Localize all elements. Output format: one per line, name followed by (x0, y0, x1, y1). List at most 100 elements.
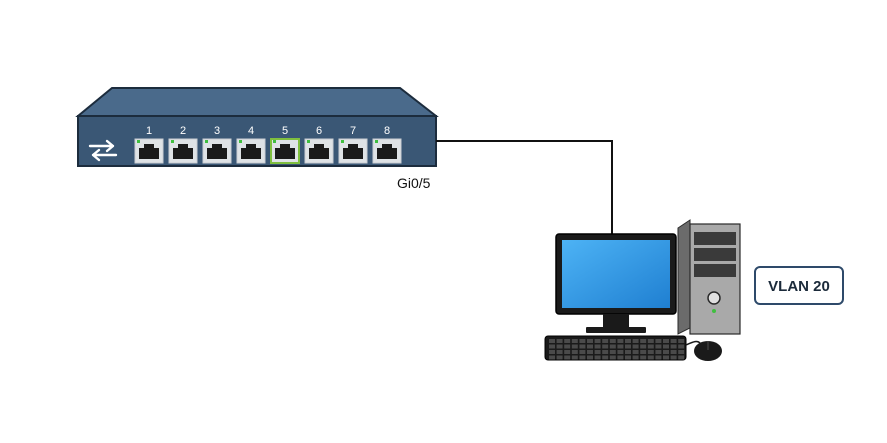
switch-arrows-icon (88, 139, 118, 162)
keyboard-key (617, 350, 624, 354)
port-led-icon (273, 140, 276, 143)
switch-port-number: 8 (384, 125, 390, 137)
keyboard-key (663, 355, 669, 360)
keyboard-key (678, 350, 685, 354)
keyboard-key (609, 350, 616, 354)
keyboard-key (625, 344, 631, 349)
port-led-icon (375, 140, 378, 143)
keyboard-key (663, 339, 669, 343)
switch-ports: 1 2 3 4 5 6 7 8 (134, 125, 402, 164)
mouse-cord (685, 340, 701, 346)
switch-port-number: 2 (180, 125, 186, 137)
vlan-badge-label: VLAN 20 (768, 278, 830, 295)
pc-tower (677, 219, 741, 335)
keyboard-key (594, 339, 601, 343)
keyboard-key (556, 344, 563, 349)
keyboard-key (602, 355, 609, 360)
network-switch: 1 2 3 4 5 6 7 8 (75, 87, 439, 167)
keyboard-key (670, 339, 677, 343)
monitor-neck (603, 314, 629, 328)
keyboard-key (571, 344, 578, 349)
keyboard-key (602, 344, 609, 349)
monitor-screen (562, 240, 670, 308)
keyboard-key (549, 339, 555, 343)
switch-port-number: 7 (350, 125, 356, 137)
keyboard-key (632, 350, 639, 354)
switch-port-1: 1 (134, 125, 164, 164)
switch-port-3: 3 (202, 125, 232, 164)
monitor-base (586, 327, 646, 333)
port-led-icon (137, 140, 140, 143)
rj45-jack-icon (173, 144, 193, 159)
keyboard-key (655, 344, 662, 349)
keyboard-key (609, 355, 616, 360)
drive-bay-3 (694, 264, 736, 277)
keyboard-key (564, 339, 571, 343)
keyboard-key (647, 344, 654, 349)
keyboard-key (587, 344, 593, 349)
keyboard-key (640, 339, 647, 343)
keyboard-key (571, 355, 578, 360)
keyboard-key (587, 355, 593, 360)
keyboard-key (609, 339, 616, 343)
switch-port-2: 2 (168, 125, 198, 164)
keyboard-key (678, 339, 685, 343)
keyboard (544, 335, 687, 361)
power-button-icon (707, 291, 721, 305)
vlan-badge-box (754, 266, 844, 305)
switch-port-6: 6 (304, 125, 334, 164)
keyboard-key (594, 350, 601, 354)
mouse-body (694, 341, 722, 361)
keyboard-key (571, 350, 578, 354)
keyboard-key (647, 350, 654, 354)
power-led-icon (712, 309, 716, 313)
keyboard-key (564, 350, 571, 354)
port-led-icon (205, 140, 208, 143)
keyboard-keys (549, 339, 685, 360)
keyboard-key (640, 344, 647, 349)
switch-port-7: 7 (338, 125, 368, 164)
rj45-jack-icon (275, 144, 295, 159)
vlan-badge: VLAN 20 (754, 266, 844, 305)
keyboard-key (655, 350, 662, 354)
tower-side (677, 219, 691, 335)
keyboard-key (640, 355, 647, 360)
keyboard-key (549, 355, 555, 360)
keyboard-key (579, 344, 586, 349)
keyboard-key (670, 350, 677, 354)
keyboard-key (602, 350, 609, 354)
keyboard-key (670, 344, 677, 349)
keyboard-key (655, 355, 662, 360)
keyboard-key (579, 355, 586, 360)
keyboard-key (556, 350, 563, 354)
keyboard-key (587, 339, 593, 343)
switch-port-number: 6 (316, 125, 322, 137)
keyboard-key (625, 339, 631, 343)
keyboard-key (632, 344, 639, 349)
rj45-jack-icon (241, 144, 261, 159)
port-led-icon (239, 140, 242, 143)
keyboard-key (655, 339, 662, 343)
keyboard-key (549, 344, 555, 349)
keyboard-key (564, 344, 571, 349)
keyboard-key (678, 355, 685, 360)
switch-top-face (75, 87, 439, 117)
rj45-jack-icon (207, 144, 227, 159)
keyboard-key (594, 355, 601, 360)
keyboard-key (579, 339, 586, 343)
keyboard-key (617, 339, 624, 343)
keyboard-key (670, 355, 677, 360)
keyboard-key (625, 355, 631, 360)
switch-port-number: 5 (282, 125, 288, 137)
switch-port-number: 4 (248, 125, 254, 137)
interface-label: Gi0/5 (397, 175, 431, 191)
keyboard-key (647, 339, 654, 343)
keyboard-key (579, 350, 586, 354)
keyboard-key (594, 344, 601, 349)
keyboard-key (632, 339, 639, 343)
keyboard-key (571, 339, 578, 343)
switch-port-8: 8 (372, 125, 402, 164)
mouse (685, 340, 722, 361)
switch-port-4: 4 (236, 125, 266, 164)
